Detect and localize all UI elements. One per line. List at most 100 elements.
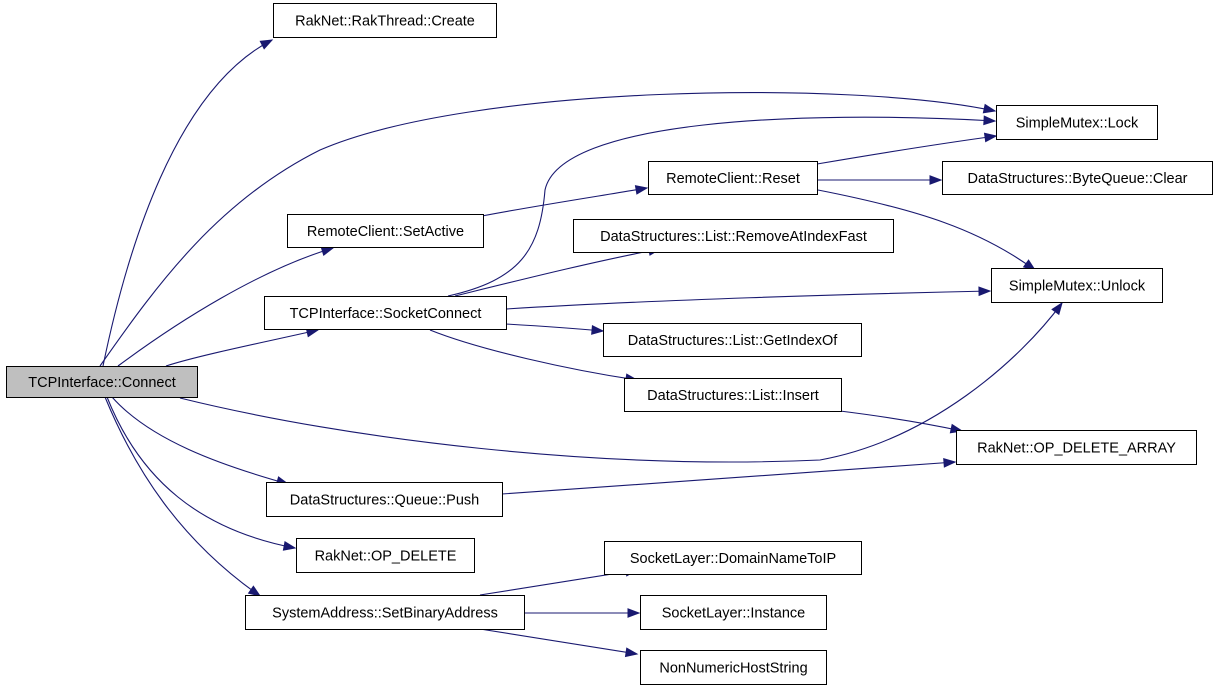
- edge-line: [454, 248, 661, 297]
- edge-socketconnect-to-lock: [447, 115, 997, 297]
- node-label: DataStructures::ByteQueue::Clear: [967, 171, 1187, 187]
- node-opdelete[interactable]: RakNet::OP_DELETE: [296, 538, 475, 573]
- arrow-head: [983, 132, 998, 143]
- node-label: DataStructures::List::RemoveAtIndexFast: [600, 229, 867, 245]
- node-label: DataStructures::Queue::Push: [290, 493, 479, 509]
- node-opdeletearray[interactable]: RakNet::OP_DELETE_ARRAY: [956, 430, 1197, 465]
- node-box: [640, 595, 827, 630]
- edge-socketconnect-to-unlock: [505, 286, 992, 310]
- edge-line: [447, 116, 996, 297]
- node-setactive[interactable]: RemoteClient::SetActive: [287, 214, 484, 248]
- edge-line: [102, 39, 273, 367]
- node-lock[interactable]: SimpleMutex::Lock: [996, 105, 1158, 140]
- node-connect[interactable]: TCPInterface::Connect: [6, 366, 198, 398]
- node-label: TCPInterface::Connect: [28, 375, 176, 391]
- edge-setbinaryaddress-to-instance: [524, 608, 641, 618]
- edge-connect-to-lock: [99, 92, 997, 367]
- node-box: [640, 650, 827, 685]
- edge-insert-to-opdeletearray: [839, 410, 964, 434]
- edge-connect-to-setbinaryaddress: [104, 396, 262, 597]
- node-box: [296, 538, 475, 573]
- node-box: [603, 323, 862, 357]
- node-label: DataStructures::List::Insert: [647, 388, 819, 404]
- edge-line: [505, 323, 604, 332]
- arrow-head: [943, 457, 957, 468]
- arrow-head: [624, 647, 639, 658]
- node-label: RemoteClient::SetActive: [307, 224, 464, 240]
- node-getindexof[interactable]: DataStructures::List::GetIndexOf: [603, 323, 862, 357]
- node-label: SystemAddress::SetBinaryAddress: [272, 606, 498, 622]
- edge-line: [179, 302, 1063, 463]
- edge-setbinaryaddress-to-nonnumeric: [479, 628, 639, 658]
- edge-line: [816, 135, 997, 165]
- edge-line: [505, 290, 991, 310]
- edge-layer: [99, 39, 1063, 658]
- arrow-head: [259, 39, 274, 50]
- node-insert[interactable]: DataStructures::List::Insert: [624, 378, 842, 412]
- node-box: [264, 296, 507, 330]
- edge-reset-to-bqclear: [818, 175, 943, 185]
- edge-line: [117, 247, 334, 367]
- edge-connect-to-queuepush: [111, 396, 290, 486]
- node-box: [648, 161, 818, 195]
- edge-line: [429, 329, 638, 381]
- edge-reset-to-lock: [816, 132, 998, 165]
- edge-socketconnect-to-getindexof: [505, 323, 605, 335]
- edge-queuepush-to-opdeletearray: [501, 457, 957, 495]
- edge-line: [481, 187, 648, 217]
- edge-connect-to-unlock: [179, 301, 1063, 463]
- edge-line: [817, 189, 1036, 271]
- edge-line: [104, 396, 261, 597]
- node-box: [942, 161, 1213, 195]
- arrow-head: [982, 103, 997, 114]
- node-unlock[interactable]: SimpleMutex::Unlock: [991, 268, 1163, 303]
- node-box: [624, 378, 842, 412]
- node-instance[interactable]: SocketLayer::Instance: [640, 595, 827, 630]
- node-socketconnect[interactable]: TCPInterface::SocketConnect: [264, 296, 507, 330]
- arrow-head: [1051, 301, 1063, 316]
- edge-line: [501, 461, 956, 495]
- arrow-head: [929, 175, 943, 185]
- edge-connect-to-socketconnect: [165, 327, 320, 367]
- node-reset[interactable]: RemoteClient::Reset: [648, 161, 818, 195]
- node-box: [573, 219, 894, 253]
- node-label: RakNet::OP_DELETE: [315, 549, 457, 565]
- arrow-head: [983, 115, 997, 126]
- node-box: [273, 3, 497, 38]
- node-label: NonNumericHostString: [659, 661, 807, 677]
- node-label: RakNet::OP_DELETE_ARRAY: [977, 441, 1176, 457]
- arrow-head: [634, 185, 649, 195]
- arrow-head: [978, 286, 992, 297]
- node-box: [266, 482, 503, 517]
- node-box: [245, 595, 525, 630]
- edge-line: [99, 92, 996, 367]
- edge-line: [111, 396, 289, 485]
- node-bqclear[interactable]: DataStructures::ByteQueue::Clear: [942, 161, 1213, 195]
- edge-line: [165, 329, 319, 367]
- node-queuepush[interactable]: DataStructures::Queue::Push: [266, 482, 503, 517]
- arrow-head: [282, 541, 297, 551]
- edge-line: [839, 410, 963, 432]
- node-label: SimpleMutex::Lock: [1016, 116, 1139, 132]
- arrow-head: [247, 585, 262, 597]
- node-label: RakNet::RakThread::Create: [295, 14, 475, 30]
- edge-socketconnect-to-removeat: [454, 246, 662, 297]
- node-label: SimpleMutex::Unlock: [1009, 279, 1146, 295]
- arrow-head: [320, 246, 335, 257]
- edge-connect-to-opdelete: [106, 396, 297, 551]
- node-removeat[interactable]: DataStructures::List::RemoveAtIndexFast: [573, 219, 894, 253]
- arrow-head: [591, 325, 605, 335]
- node-label: RemoteClient::Reset: [666, 171, 800, 187]
- edge-setactive-to-reset: [481, 185, 649, 217]
- node-setbinaryaddress[interactable]: SystemAddress::SetBinaryAddress: [245, 595, 525, 630]
- node-domainnametoip[interactable]: SocketLayer::DomainNameToIP: [604, 541, 862, 575]
- node-nonnumeric[interactable]: NonNumericHostString: [640, 650, 827, 685]
- node-layer: TCPInterface::Connect RakNet::RakThread::…: [6, 3, 1213, 685]
- node-box: [6, 366, 198, 398]
- node-label: SocketLayer::Instance: [662, 606, 805, 622]
- node-create[interactable]: RakNet::RakThread::Create: [273, 3, 497, 38]
- node-label: DataStructures::List::GetIndexOf: [628, 333, 839, 349]
- node-box: [991, 268, 1163, 303]
- edge-connect-to-create: [102, 39, 274, 367]
